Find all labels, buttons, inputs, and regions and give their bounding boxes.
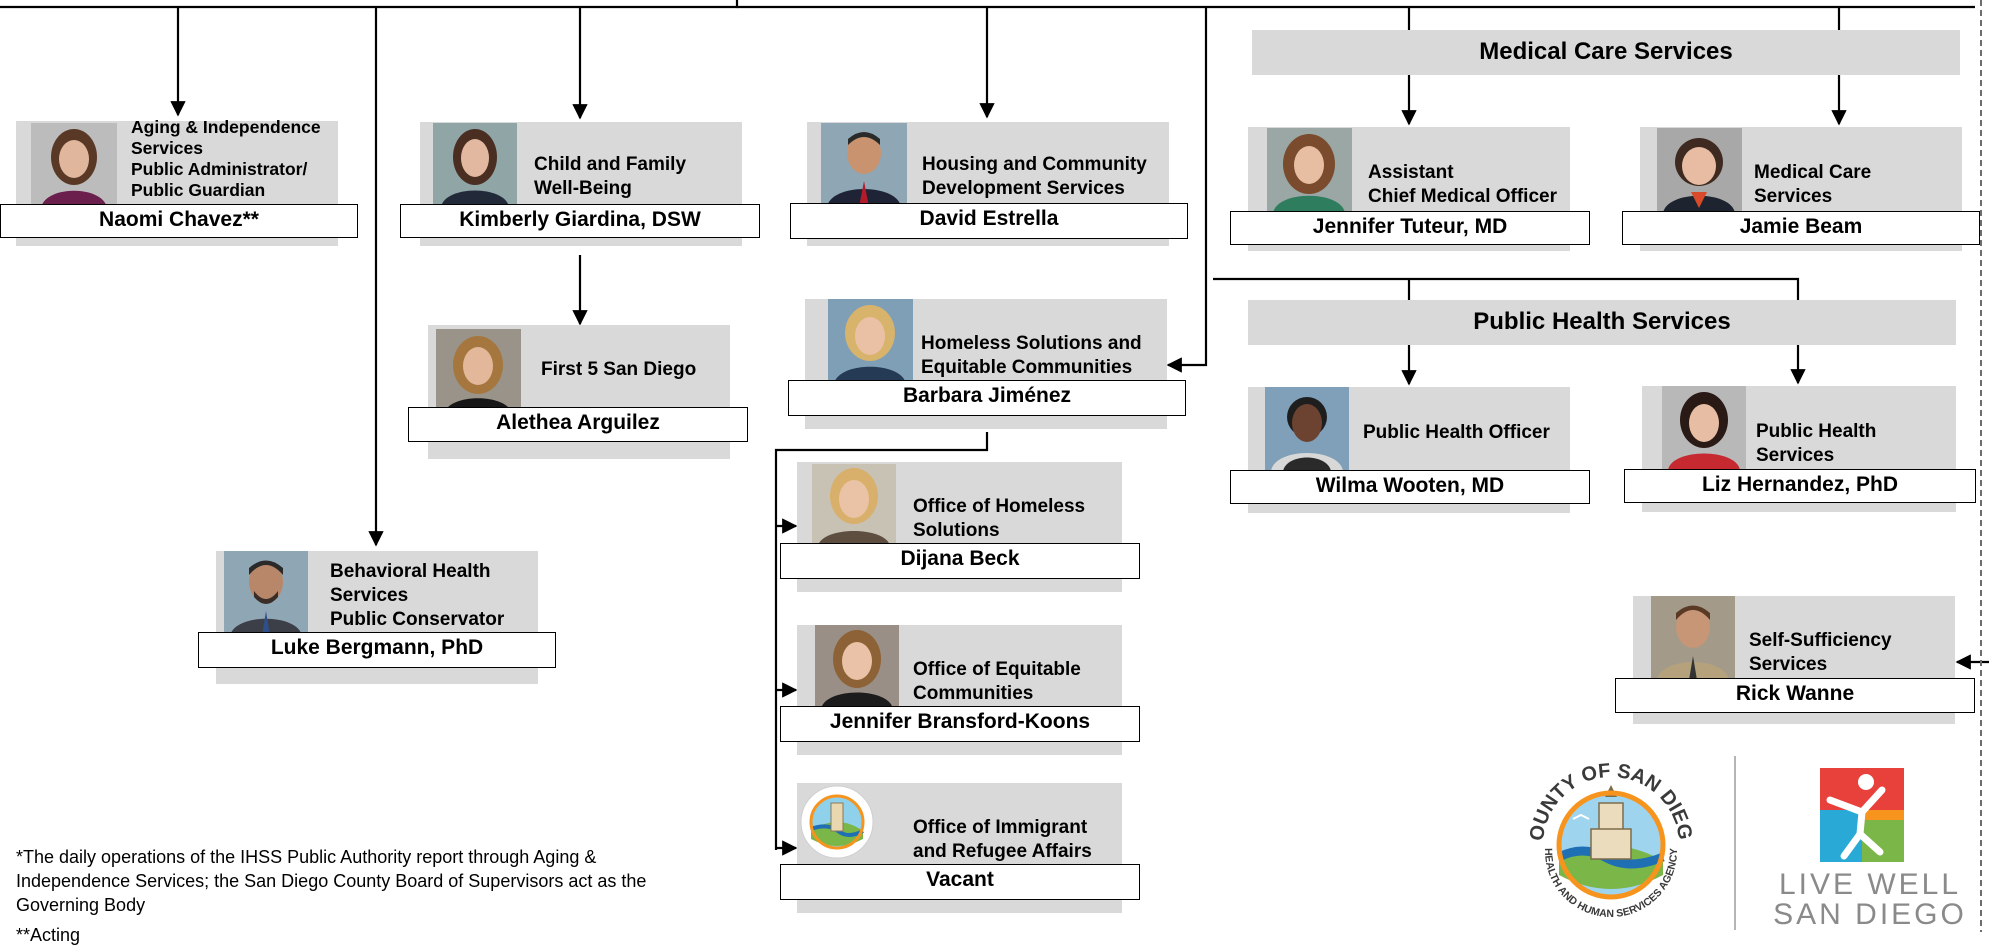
portrait-photo [31, 123, 117, 208]
portrait-photo [815, 625, 899, 709]
portrait-photo [1265, 387, 1349, 471]
nameplate: Barbara Jiménez [788, 380, 1186, 416]
portrait-photo [436, 329, 521, 414]
person-name: Kimberly Giardina, DSW [459, 208, 701, 231]
card-office-immigrant-refugee-affairs: Office of Immigrant and Refugee Affairs … [780, 783, 1140, 918]
medical-care-services-header: Medical Care Services [1252, 30, 1960, 75]
card-aging-independence: Aging & Independence Services Public Adm… [0, 117, 358, 256]
nameplate: Liz Hernandez, PhD [1624, 469, 1976, 503]
person-name: Jennifer Tuteur, MD [1312, 215, 1508, 238]
department-title: Office of Immigrant and Refugee Affairs [913, 817, 1092, 862]
department-title: Self-Sufficiency Services [1749, 630, 1892, 675]
portrait-photo [821, 123, 907, 207]
person-name: Alethea Arguilez [496, 411, 660, 434]
department-title: Child and Family Well-Being [534, 154, 687, 199]
card-medical-care-services: Medical Care Services Jamie Beam [1622, 127, 1980, 262]
portrait-photo [1651, 596, 1735, 680]
nameplate: Wilma Wooten, MD [1230, 470, 1590, 504]
footnote-acting: **Acting [16, 925, 81, 945]
department-title: Medical Care Services [1754, 162, 1872, 207]
person-name: Luke Bergmann, PhD [270, 636, 484, 659]
portrait-photo [1662, 386, 1746, 470]
card-behavioral-health-services: Behavioral Health Services Public Conser… [198, 551, 556, 686]
person-name: Rick Wanne [1735, 682, 1855, 705]
nameplate: Luke Bergmann, PhD [198, 632, 556, 668]
portrait-photo [224, 551, 308, 636]
portrait-photo [812, 464, 896, 546]
person-name: Vacant [926, 868, 994, 891]
live-well-san-diego-logo: LIVE WELL SAN DIEGO [1770, 760, 1970, 932]
live-well-figure-icon [1820, 768, 1904, 862]
department-title: Public Health Services [1756, 421, 1877, 466]
person-name: David Estrella [919, 207, 1059, 230]
nameplate: Alethea Arguilez [408, 407, 748, 442]
department-title: Assistant Chief Medical Officer [1368, 162, 1557, 207]
county-of-san-diego-logo: COUNTY OF SAN DIEGO HEALTH AND HUMAN SER… [1513, 736, 1701, 933]
public-health-services-header: Public Health Services [1248, 300, 1956, 345]
department-title: Aging & Independence Services Public Adm… [131, 117, 321, 200]
nameplate: Jennifer Bransford-Koons [780, 706, 1140, 742]
card-first-5-san-diego: First 5 San Diego Alethea Arguilez [408, 325, 748, 460]
nameplate: David Estrella [790, 203, 1188, 239]
nameplate: Jamie Beam [1622, 211, 1980, 245]
person-name: Liz Hernandez, PhD [1701, 473, 1899, 496]
nameplate: Kimberly Giardina, DSW [400, 204, 760, 238]
person-name: Naomi Chavez** [99, 208, 259, 231]
person-name: Dijana Beck [900, 547, 1020, 570]
nameplate: Vacant [780, 864, 1140, 900]
card-office-homeless-solutions: Office of Homeless Solutions Dijana Beck [780, 462, 1140, 597]
card-shadow [428, 441, 730, 459]
card-housing-community-development: Housing and Community Development Servic… [790, 122, 1188, 257]
portrait-photo [433, 123, 517, 207]
footnote-ihss: *The daily operations of the IHSS Public… [16, 847, 647, 915]
county-seal-small [798, 783, 876, 861]
department-title: Office of Equitable Communities [913, 659, 1081, 704]
card-public-health-officer: Public Health Officer Wilma Wooten, MD [1230, 387, 1590, 522]
card-homeless-solutions-equitable-communities: Homeless Solutions and Equitable Communi… [788, 299, 1186, 434]
card-self-sufficiency-services: Self-Sufficiency Services Rick Wanne [1615, 596, 1975, 731]
nameplate: Dijana Beck [780, 543, 1140, 579]
logo-divider [1734, 756, 1736, 930]
portrait-photo [1657, 128, 1742, 213]
card-child-family-wellbeing: Child and Family Well-Being Kimberly Gia… [400, 122, 760, 257]
department-title: Housing and Community Development Servic… [922, 154, 1147, 199]
person-name: Jennifer Bransford-Koons [829, 710, 1091, 733]
card-shadow [216, 666, 538, 684]
department-title: First 5 San Diego [541, 359, 697, 380]
person-name: Barbara Jiménez [902, 384, 1072, 407]
portrait-photo [828, 299, 913, 384]
department-title: Public Health Officer [1363, 422, 1550, 443]
person-name: Jamie Beam [1739, 215, 1863, 238]
nameplate: Rick Wanne [1615, 678, 1975, 713]
person-name: Wilma Wooten, MD [1315, 474, 1505, 497]
card-office-equitable-communities: Office of Equitable Communities Jennifer… [780, 625, 1140, 760]
nameplate: Jennifer Tuteur, MD [1230, 211, 1590, 245]
nameplate: Naomi Chavez** [0, 204, 358, 238]
card-public-health-services: Public Health Services Liz Hernandez, Ph… [1624, 386, 1976, 521]
san-diego-text: SAN DIEGO [1773, 898, 1967, 931]
live-well-text: LIVE WELL [1778, 868, 1962, 901]
department-title: Behavioral Health Services Public Conser… [330, 561, 505, 630]
card-assistant-chief-medical-officer: Assistant Chief Medical Officer Jennifer… [1230, 127, 1590, 262]
portrait-photo [1267, 128, 1352, 213]
department-title: Office of Homeless Solutions [913, 496, 1086, 541]
department-title: Homeless Solutions and Equitable Communi… [921, 333, 1142, 378]
